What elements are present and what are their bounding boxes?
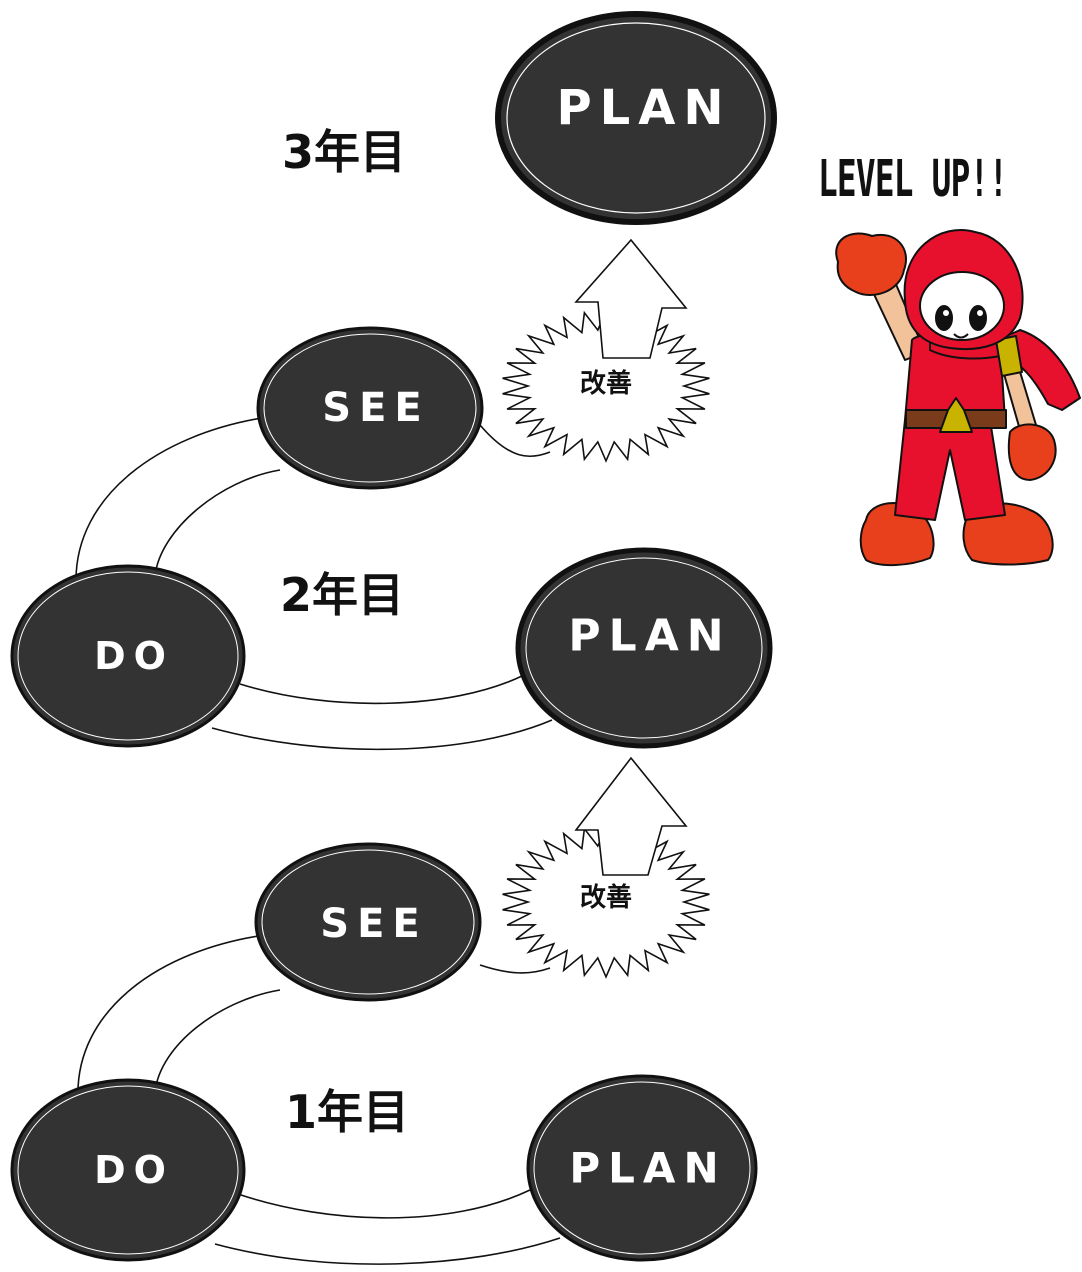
node-plan-3 bbox=[495, 11, 777, 225]
mascot-lower-glove bbox=[1007, 423, 1057, 481]
year-label-3: 3年目 bbox=[282, 125, 406, 179]
node-see-1-label: SEE bbox=[320, 901, 427, 947]
year-label-2: 2年目 bbox=[280, 568, 404, 622]
hollow-up-arrow-icon-2 bbox=[574, 238, 688, 359]
node-see-2 bbox=[256, 326, 484, 490]
level-up-text: LEVEL UP!! bbox=[818, 151, 1007, 209]
node-plan-2-label: PLAN bbox=[568, 611, 731, 662]
node-see-2-ring bbox=[263, 333, 477, 483]
improve-label-1: 改善 bbox=[580, 882, 632, 913]
improve-label-2: 改善 bbox=[580, 368, 632, 399]
cycle-year-3: PLAN 3年目 bbox=[282, 11, 777, 225]
band-see-burst-2 bbox=[479, 424, 551, 458]
node-see-2-label: SEE bbox=[322, 385, 429, 431]
mascot-face bbox=[919, 271, 1005, 341]
mascot-legs bbox=[894, 419, 1006, 521]
cycle-year-1: SEE DO PLAN 1年目 改善 bbox=[10, 825, 758, 1265]
node-plan-2 bbox=[515, 547, 773, 749]
mascot-shoulder-patch bbox=[995, 335, 1023, 377]
node-see-1 bbox=[254, 842, 482, 1002]
band-do-see-2-inner bbox=[154, 469, 281, 577]
node-do-1 bbox=[10, 1078, 246, 1262]
year-label-1: 1年目 bbox=[285, 1085, 409, 1139]
band-do-see-2-outer bbox=[75, 417, 263, 583]
node-plan-1-label: PLAN bbox=[569, 1144, 726, 1193]
node-plan-1 bbox=[526, 1074, 758, 1262]
node-see-1-ring bbox=[261, 849, 475, 995]
mascot-left-eye bbox=[935, 305, 953, 331]
mascot-right-boot bbox=[962, 502, 1054, 566]
mascot-mouth bbox=[953, 333, 969, 339]
cycle-year-2: SEE DO PLAN 2年目 改善 bbox=[10, 309, 773, 751]
ninja-mascot-illustration bbox=[835, 229, 1081, 567]
band-do-see-1-outer bbox=[77, 934, 266, 1099]
band-do-plan-2-outer bbox=[211, 719, 553, 751]
node-do-1-ring bbox=[17, 1085, 239, 1255]
band-do-plan-1-outer bbox=[214, 1237, 561, 1265]
mascot-left-eye-shine bbox=[943, 310, 949, 316]
node-do-2-ring bbox=[17, 571, 239, 741]
starburst-icon-1 bbox=[502, 825, 710, 979]
node-plan-2-ring bbox=[525, 557, 763, 739]
node-plan-1-ring bbox=[533, 1081, 751, 1255]
node-do-1-label: DO bbox=[94, 1148, 174, 1192]
node-do-2-label: DO bbox=[94, 634, 174, 678]
band-do-plan-2-inner bbox=[239, 675, 523, 705]
node-plan-3-ring bbox=[506, 22, 766, 214]
band-see-burst-1 bbox=[479, 964, 551, 974]
band-do-plan-1-inner bbox=[237, 1189, 531, 1219]
starburst-icon-2 bbox=[502, 309, 710, 463]
node-plan-3-label: PLAN bbox=[556, 80, 731, 136]
mascot-right-eye-shine bbox=[977, 310, 983, 316]
hollow-up-arrow-icon-1 bbox=[574, 756, 688, 876]
mascot-belt-emblem bbox=[939, 397, 973, 433]
mascot-raised-glove bbox=[835, 232, 907, 296]
band-do-see-1-inner bbox=[154, 989, 281, 1093]
node-do-2 bbox=[10, 564, 246, 748]
mascot-right-eye bbox=[969, 305, 987, 331]
